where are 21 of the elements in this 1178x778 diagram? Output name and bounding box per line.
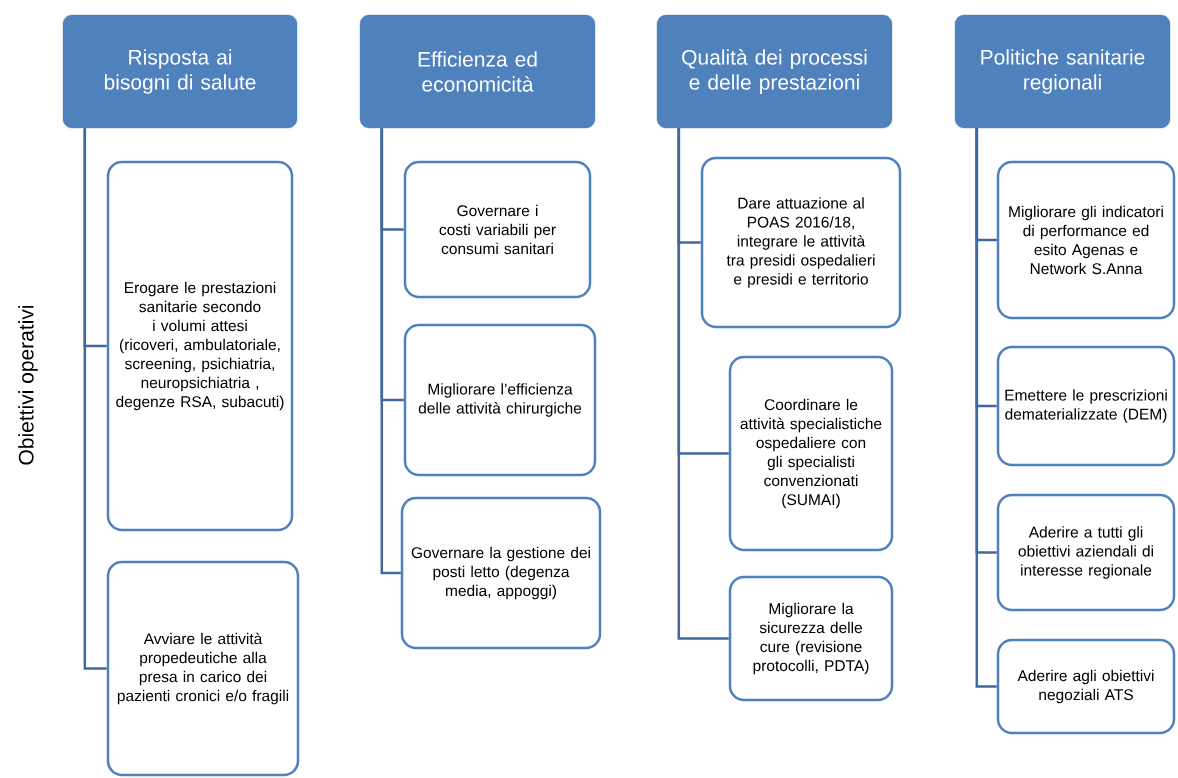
category-box: Efficienza ed economicità [359,14,596,129]
objective-box: Emettere le prescrizioni dematerializzate (DEM) [996,345,1176,467]
objective-box: Governare la gestione dei posti letto (degenza media, appoggi) [400,496,602,650]
objective-box: Migliorare gli indicatori di performance ed esito Agenas e Network S.Anna [996,160,1176,320]
objective-box: Dare attuazione al POAS 2016/18, integrare le attività tra presidi ospedalieri e presidi e territorio [700,156,902,329]
connector-line [83,128,107,670]
objective-box: Avviare le attività propedeutiche alla presa in carico dei pazienti cronici e/o fragili [106,560,300,777]
objective-box: Coordinare le attività specialistiche ospedaliere con gli specialisti convenzionati (SUMAI) [728,355,894,552]
category-box: Politiche sanitarie regionali [954,14,1171,129]
connector-line [380,128,401,575]
connector-line [975,128,997,688]
category-box: Qualità dei processi e delle prestazioni [656,14,893,129]
objective-box: Aderire a tutti gli obiettivi aziendali di interesse regionale [996,493,1176,612]
objective-box: Migliorare l’efficienza delle attività chirurgiche [403,323,597,477]
objective-box: Erogare le prestazioni sanitarie secondo i volumi attesi (ricoveri, ambulatoriale, screening, psichiatria, neuropsichiatria , degenze RSA, subacuti) [106,160,294,532]
objective-box: Migliorare la sicurezza delle cure (revisione protocolli, PDTA) [728,575,894,702]
objective-box: Governare i costi variabili per consumi sanitari [403,160,592,299]
connector-line [677,128,729,640]
objective-box: Aderire agli obiettivi negoziali ATS [996,638,1176,735]
category-box: Risposta ai bisogni di salute [62,14,298,129]
axis-label: Obiettivi operativi [18,305,38,465]
